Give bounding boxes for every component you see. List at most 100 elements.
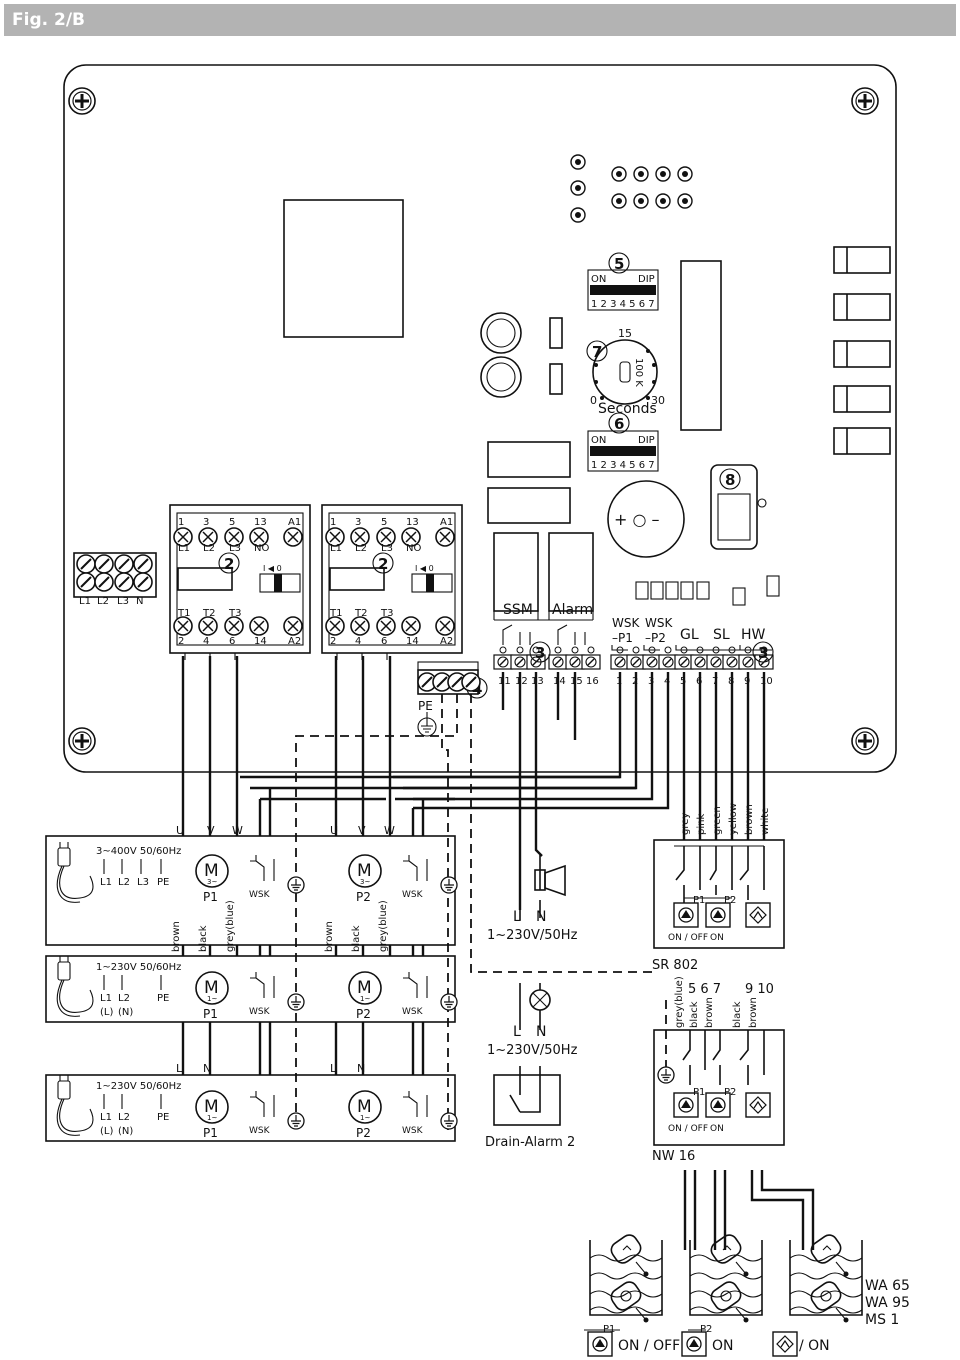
motor-symbol: M	[357, 978, 372, 998]
signal-color-label: green	[712, 806, 723, 835]
contactor-top-term: NO	[406, 543, 421, 554]
float-switch	[589, 1234, 663, 1323]
wsk-label: WSK	[402, 1007, 424, 1017]
svg-text:6: 6	[614, 415, 624, 433]
contactor-bottom-number: 2	[178, 636, 184, 647]
signal-color-label: white	[760, 808, 771, 835]
contactor-top-number: 1	[178, 517, 184, 528]
pump-label: P2	[356, 1007, 371, 1021]
svg-text:7: 7	[592, 343, 602, 361]
buzzer: + ○ –	[607, 480, 685, 558]
svg-text:WSK: WSK	[612, 616, 640, 630]
contactor-bottom-number: 6	[229, 636, 235, 647]
svg-text:W: W	[384, 824, 395, 837]
relays	[493, 532, 594, 612]
push-button[interactable]	[480, 312, 522, 354]
motor-symbol: M	[204, 1097, 219, 1117]
wsk-label: WSK	[402, 1126, 424, 1136]
right-connectors	[833, 246, 891, 455]
svg-text:+ ○ –: + ○ –	[614, 510, 660, 529]
svg-text:HW: HW	[741, 627, 766, 643]
svg-text:SR 802: SR 802	[652, 958, 698, 973]
motor-symbol: M	[357, 1097, 372, 1117]
pump-label: P2	[356, 1126, 371, 1140]
contactor-bottom-number: 2	[330, 636, 336, 647]
supply-label: L2	[97, 596, 109, 607]
svg-text:I ◀ 0: I ◀ 0	[415, 564, 434, 573]
contactor-bottom-term: T1	[329, 608, 342, 619]
float-models: WA 65 WA 95 MS 1	[865, 1278, 910, 1328]
dip-switch-top[interactable]: ON DIP 1 2 3 4 5 6 7	[587, 269, 659, 311]
svg-text:WA 95: WA 95	[865, 1295, 910, 1311]
cable-color-label: brown	[324, 921, 335, 952]
dip-switch-bottom[interactable]: ON DIP 1 2 3 4 5 6 7	[587, 430, 659, 472]
supply-term-sub: (L)	[100, 1007, 113, 1018]
timer-potentiometer[interactable]: 15 0 30 Seconds 100 K	[590, 327, 665, 417]
supply-term: L1	[100, 993, 112, 1004]
svg-text:1~: 1~	[360, 1114, 370, 1122]
nw16-color-label: black	[689, 1001, 700, 1028]
float-switch	[689, 1234, 763, 1323]
svg-text:ON: ON	[591, 274, 606, 285]
contactor-top-number: 13	[406, 517, 419, 528]
cable-color-label: black	[351, 925, 362, 952]
contactor-bottom-number: 14	[406, 636, 419, 647]
supply-spec: 3~400V 50/60Hz	[96, 846, 181, 857]
push-button[interactable]	[480, 356, 522, 398]
float-switch	[789, 1234, 863, 1323]
figure-title: Fig. 2/B	[12, 10, 85, 30]
contactor-top-number: A1	[288, 517, 301, 528]
cable-color-label: brown	[171, 921, 182, 952]
svg-text:MS 1: MS 1	[865, 1312, 899, 1328]
contactor-top-term: L3	[229, 543, 241, 554]
svg-text:30: 30	[651, 394, 665, 407]
signal-color-label: grey	[680, 813, 691, 835]
supply-term-sub: (L)	[100, 1126, 113, 1137]
supply-term: L3	[137, 877, 149, 888]
svg-text:2: 2	[378, 555, 388, 573]
svg-text:ON / OFF: ON / OFF	[668, 1124, 708, 1134]
svg-text:ON / OFF: ON / OFF	[668, 933, 708, 943]
contactor-bottom-number: 4	[203, 636, 209, 647]
supply-terminal-strip	[73, 552, 157, 598]
terminal-number: 13	[531, 676, 544, 687]
contactor-top-term: L2	[203, 543, 215, 554]
svg-text:I ◀ 0: I ◀ 0	[263, 564, 282, 573]
svg-text:L: L	[176, 1062, 183, 1075]
svg-text:N: N	[536, 909, 546, 925]
svg-text:DIP: DIP	[638, 435, 655, 446]
svg-text:2: 2	[224, 555, 234, 573]
svg-text:ON / OFF: ON / OFF	[618, 1338, 680, 1354]
svg-text:NW 16: NW 16	[652, 1149, 695, 1164]
svg-text:N: N	[536, 1024, 546, 1040]
input-labels: WSK –P1 WSK –P2 GL SL HW	[612, 616, 766, 645]
svg-text:Drain-Alarm 2: Drain-Alarm 2	[485, 1135, 575, 1150]
terminal-number: 14	[553, 676, 566, 687]
mounting-screw-icon	[67, 86, 97, 116]
supply-term: L2	[118, 993, 130, 1004]
dip-numbers: 1 2 3 4 5 6 7	[591, 299, 655, 310]
svg-text:0: 0	[590, 394, 597, 407]
fuse-holder[interactable]	[710, 464, 767, 550]
svg-text:SL: SL	[713, 627, 730, 643]
svg-text:Seconds: Seconds	[598, 401, 657, 417]
terminal-number: 12	[515, 676, 528, 687]
svg-text:ON: ON	[710, 933, 724, 943]
pe-dashed-lines	[295, 694, 667, 1130]
supply-term: PE	[157, 993, 169, 1004]
svg-text:ON: ON	[591, 435, 606, 446]
svg-text:DIP: DIP	[638, 274, 655, 285]
control-box	[63, 64, 897, 773]
contactor-bottom-number: 4	[355, 636, 361, 647]
svg-text:3: 3	[535, 644, 545, 662]
svg-text:P2: P2	[724, 1087, 736, 1098]
jumpers	[635, 575, 780, 606]
supply-term: L2	[118, 877, 130, 888]
ssm-circuit: L N 1~230V/50Hz	[487, 855, 578, 943]
